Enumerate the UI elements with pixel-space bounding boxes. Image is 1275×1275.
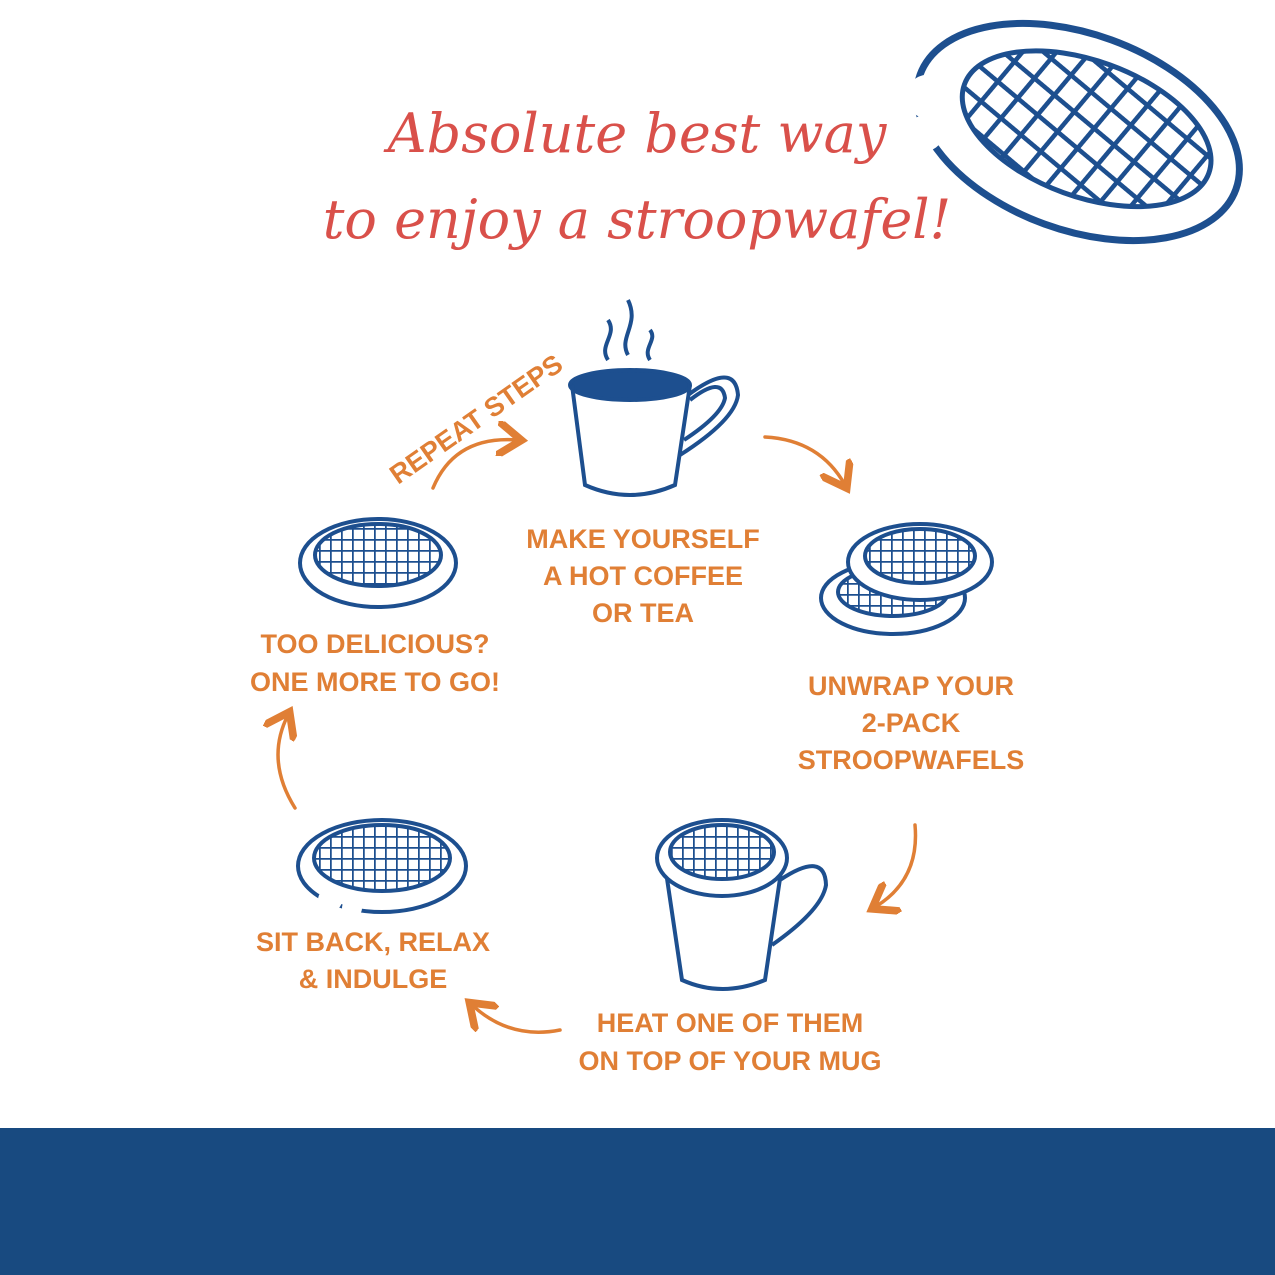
arrow-4 bbox=[278, 715, 295, 810]
arrow-3 bbox=[472, 1005, 562, 1034]
step-3-line-1: HEAT ONE OF THEM bbox=[597, 1008, 864, 1038]
bitten-stroopwafel-icon bbox=[296, 818, 468, 918]
step-4-line-2: & INDULGE bbox=[299, 964, 448, 994]
two-stroopwafels-icon bbox=[819, 522, 994, 636]
repeat-steps-label: REPEAT STEPS bbox=[384, 349, 568, 490]
stroopwafel-icon bbox=[298, 517, 458, 609]
coffee-mug-icon bbox=[568, 299, 741, 497]
mug-with-stroopwafel-icon bbox=[655, 818, 829, 991]
step-1-line-3: OR TEA bbox=[592, 598, 694, 628]
arrow-repeat bbox=[431, 440, 518, 490]
step-1-line-1: MAKE YOURSELF bbox=[526, 524, 760, 554]
big-stroopwafel-icon bbox=[906, 19, 1243, 245]
step-2-line-3: STROOPWAFELS bbox=[798, 745, 1025, 775]
title-line-2: to enjoy a stroopwafel! bbox=[323, 188, 952, 251]
title-line-1: Absolute best way bbox=[383, 102, 888, 165]
arrow-2 bbox=[875, 823, 918, 907]
step-2-line-2: 2-PACK bbox=[862, 708, 961, 738]
step-5-line-1: TOO DELICIOUS? bbox=[260, 629, 489, 659]
step-3-line-2: ON TOP OF YOUR MUG bbox=[578, 1046, 881, 1076]
step-4-line-1: SIT BACK, RELAX bbox=[256, 927, 490, 957]
step-5-line-2: ONE MORE TO GO! bbox=[250, 667, 500, 697]
footer-band bbox=[0, 1128, 1275, 1275]
step-1-line-2: A HOT COFFEE bbox=[543, 561, 743, 591]
arrow-1 bbox=[763, 435, 845, 485]
step-2-line-1: UNWRAP YOUR bbox=[808, 671, 1014, 701]
